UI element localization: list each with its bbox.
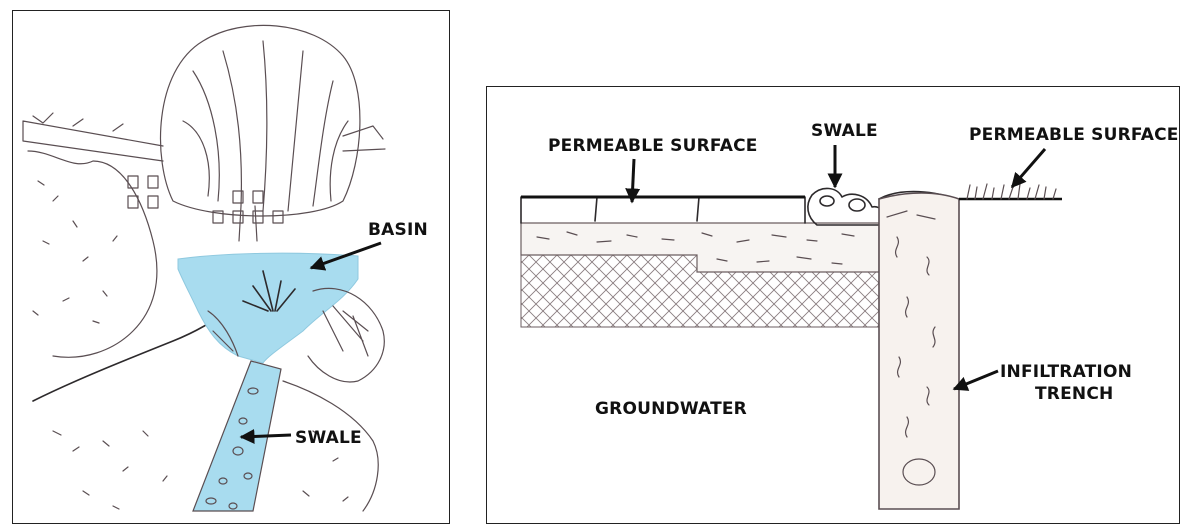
right-sketch-svg: PERMEABLE SURFACE SWALE PERMEABLE SURFAC… — [487, 87, 1181, 525]
swale-arrow-left — [241, 435, 291, 437]
basin-swale-perspective-sketch: BASIN SWALE — [12, 10, 450, 524]
permeable-paver-surface — [521, 197, 805, 223]
permeable-surface-arrow-right — [1012, 149, 1045, 187]
infiltration-trench — [879, 193, 959, 509]
infiltration-trench-label-line2: TRENCH — [1035, 384, 1113, 404]
left-sketch-svg: BASIN SWALE — [13, 11, 451, 525]
permeable-surface-label-left: PERMEABLE SURFACE — [548, 136, 758, 156]
tree-sketch — [161, 25, 360, 241]
permeable-surface-arrow-left — [632, 159, 634, 202]
grass-surface — [959, 184, 1062, 199]
swale-label-right: SWALE — [811, 121, 878, 141]
groundwater-label: GROUNDWATER — [595, 399, 747, 419]
swale-label-left: SWALE — [295, 428, 362, 448]
permeable-surface-label-right: PERMEABLE SURFACE — [969, 125, 1179, 145]
infiltration-trench-arrow — [954, 371, 998, 389]
basin-label: BASIN — [368, 220, 428, 240]
infiltration-trench-label-line1: INFILTRATION — [1000, 362, 1132, 382]
cross-section-sketch: PERMEABLE SURFACE SWALE PERMEABLE SURFAC… — [486, 86, 1180, 524]
